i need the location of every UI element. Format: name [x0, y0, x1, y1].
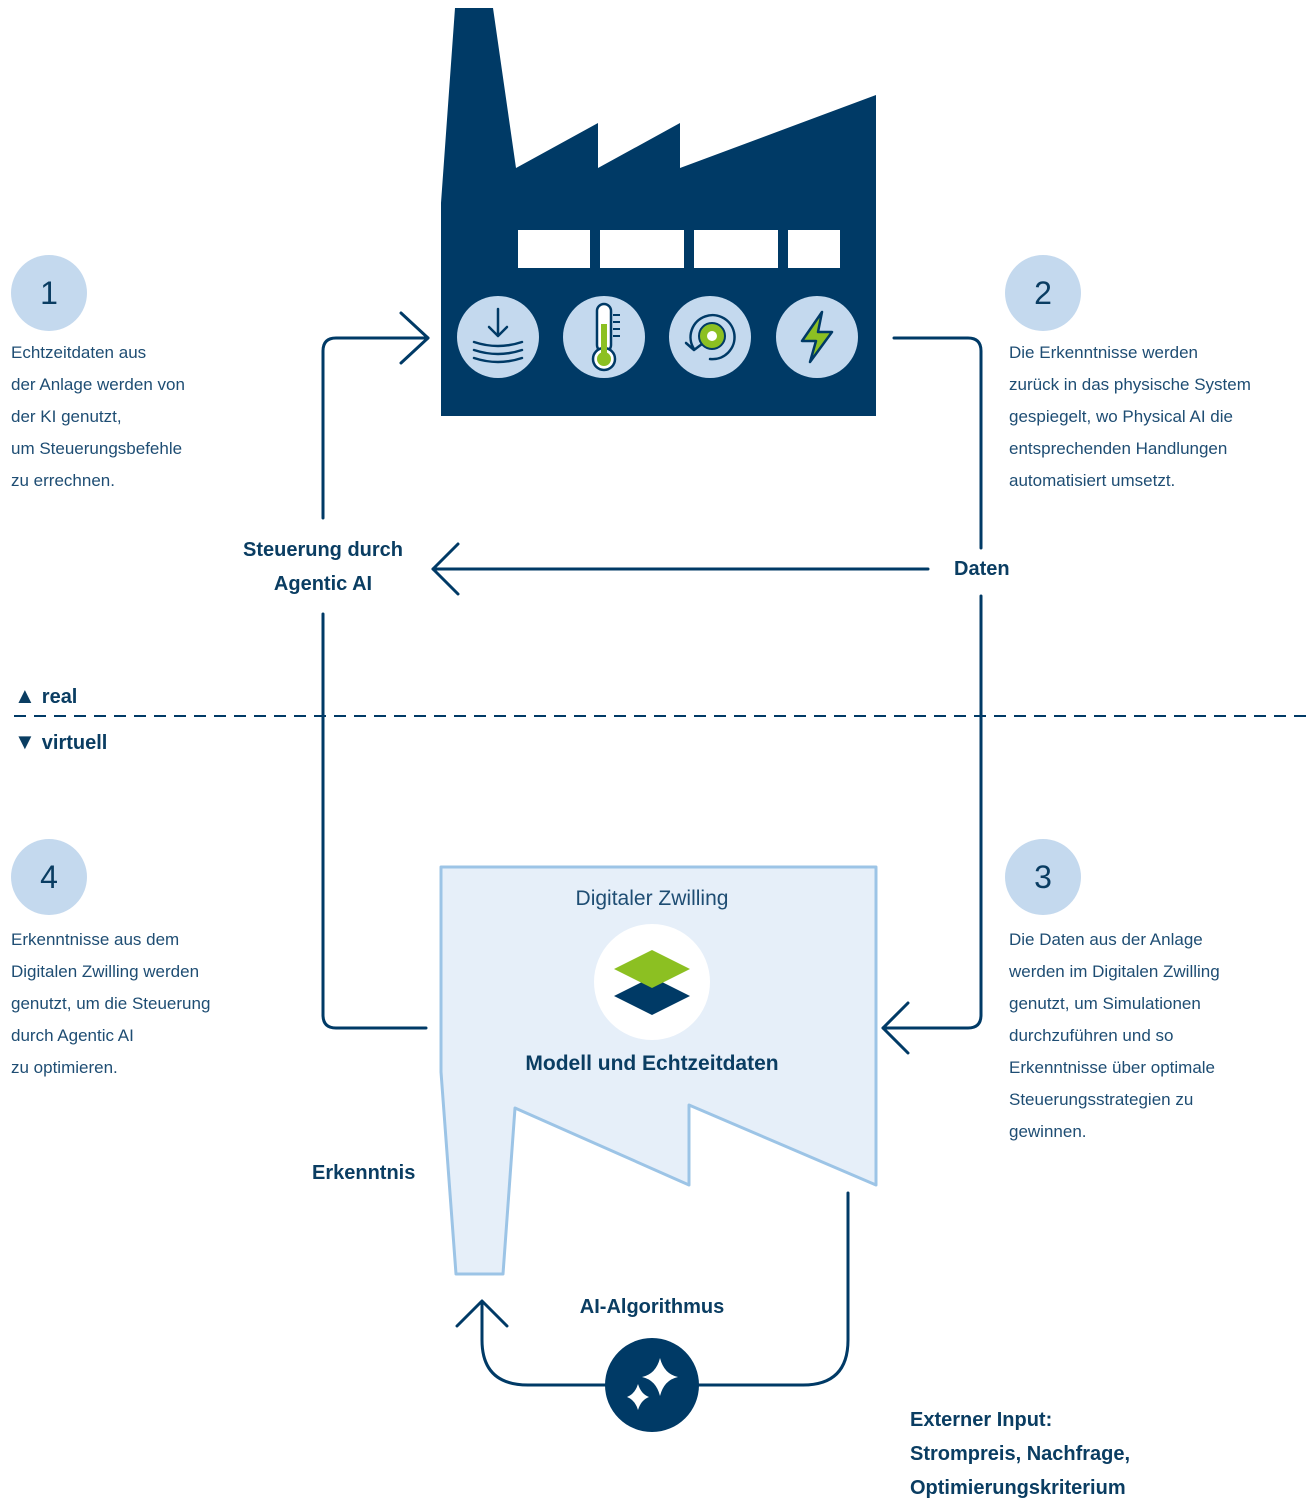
twin-subtitle: Modell und Echtzeitdaten [525, 1052, 779, 1075]
erkenntnis-line [321, 612, 428, 1030]
ai-algorithmus-label: AI-Algorithmus [579, 1296, 725, 1318]
factory [441, 8, 876, 416]
gear-cycle-icon [669, 296, 751, 378]
erkenntnis-label: Erkenntnis [312, 1162, 416, 1184]
steuerung-arrowhead [399, 311, 430, 365]
step-3-badge: 3 [1005, 839, 1081, 915]
ai-loop-arrowhead [455, 1299, 509, 1328]
ai-sparkle-icon [605, 1338, 699, 1432]
twin-title: Digitaler Zwilling [575, 887, 729, 910]
twin-input-arrowhead [881, 1001, 910, 1055]
virtuell-label: ▼virtuell [14, 729, 108, 754]
lightning-icon [776, 296, 858, 378]
daten-label: Daten [954, 558, 1010, 580]
down-triangle-icon: ▼ [14, 729, 36, 754]
layers-icon [594, 924, 710, 1040]
step-2-badge: 1 [11, 255, 87, 331]
daten-line-bottom [881, 594, 983, 1030]
real-label: ▲real [14, 683, 78, 708]
digital-twin-shape [439, 865, 878, 1276]
water-level-icon [457, 296, 539, 378]
steuerung-line-top [321, 336, 430, 520]
up-triangle-icon: ▲ [14, 683, 36, 708]
step-4-badge: 4 [11, 839, 87, 915]
step-1-badge: 2 [1005, 255, 1081, 331]
thermometer-icon [563, 296, 645, 378]
daten-arrowhead [431, 542, 460, 596]
daten-line-top [892, 336, 983, 550]
externer-input-label: Externer Input:Strompreis, Nachfrage,Opt… [910, 1409, 1131, 1499]
